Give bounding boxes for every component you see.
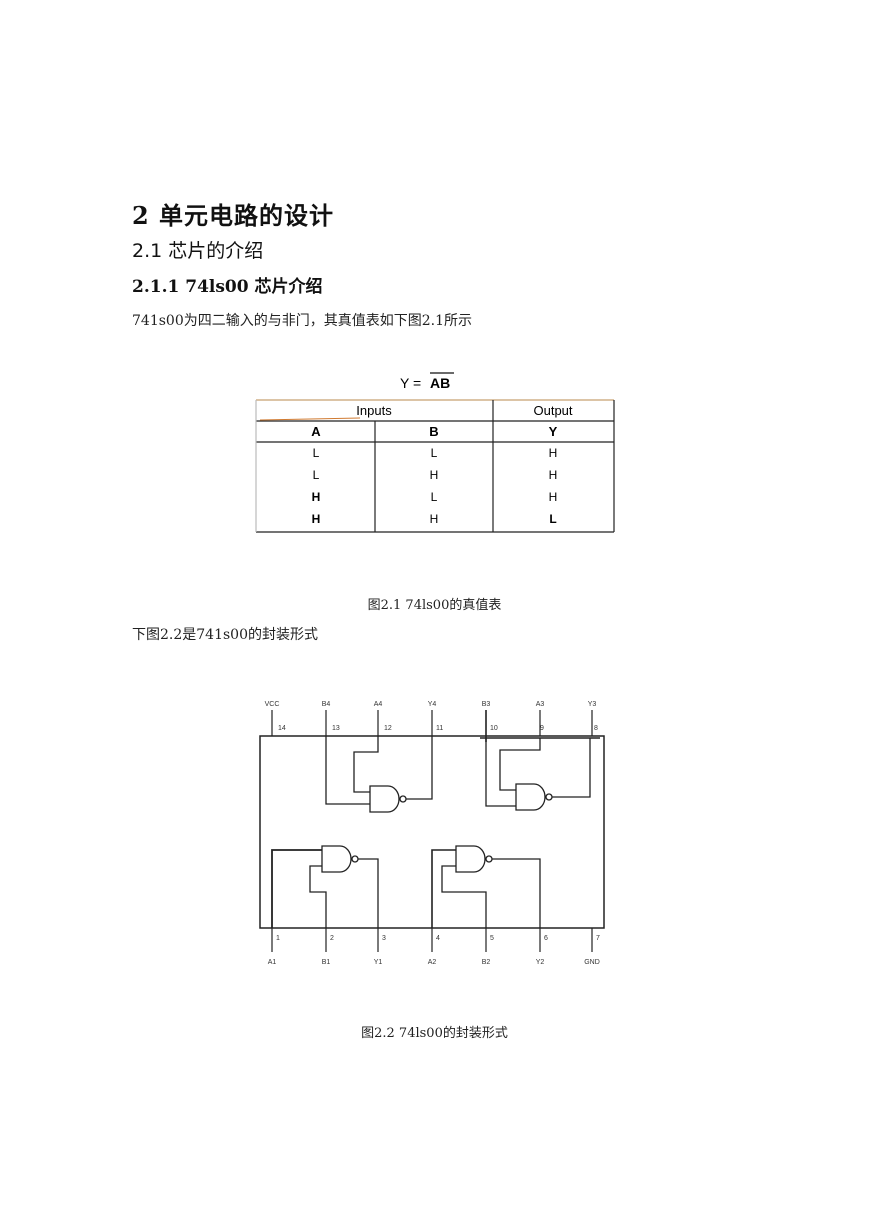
pin-label: A1 (268, 959, 277, 966)
pen-mark (259, 417, 361, 421)
column-b: B (429, 424, 438, 439)
table-cell: H (430, 468, 439, 482)
table-cell: H (312, 512, 321, 526)
nand-gate-4 (325, 736, 433, 813)
table-cell: H (549, 468, 558, 482)
pin-number: 10 (490, 725, 498, 732)
table-cell: H (549, 446, 558, 460)
pin-number: 7 (596, 935, 600, 942)
inputs-header: Inputs (356, 403, 392, 418)
output-header: Output (533, 403, 572, 418)
pin-label: A4 (374, 701, 383, 708)
section-heading: 2 单元电路的设计 (132, 201, 335, 230)
truth-table-rows: L L H L H H H L H H H L (312, 446, 558, 526)
pin-number: 2 (330, 935, 334, 942)
nand-gate-2 (431, 845, 541, 928)
figure-caption-2: 图2.2 74ls00的封装形式 (361, 1026, 508, 1041)
package-diagram: VCC B4 A4 Y4 B3 A3 Y3 14 13 12 11 10 9 8 (259, 701, 605, 966)
pin-number: 6 (544, 935, 548, 942)
pin-number: 1 (276, 935, 280, 942)
pin-label: Y2 (536, 959, 545, 966)
formula-lhs: Y = (400, 375, 421, 391)
nand-gate-3 (485, 738, 591, 811)
pin-number: 4 (436, 935, 440, 942)
pin-label: Y3 (588, 701, 597, 708)
table-cell: H (312, 490, 321, 504)
column-a: A (311, 424, 321, 439)
table-cell: L (431, 446, 438, 460)
pin-number: 9 (540, 725, 544, 732)
table-cell: L (431, 490, 438, 504)
figure-caption-1: 图2.1 74ls00的真值表 (367, 598, 502, 613)
pin-label: VCC (265, 701, 280, 708)
paragraph-package: 下图2.2是741s00的封装形式 (132, 627, 318, 643)
pin-label: Y1 (374, 959, 383, 966)
table-cell: L (313, 468, 320, 482)
pin-label: B4 (322, 701, 331, 708)
subsubsection-heading: 2.1.1 74ls00 芯片介绍 (132, 277, 323, 297)
table-cell: H (549, 490, 558, 504)
pin-label: A2 (428, 959, 437, 966)
pin-number: 12 (384, 725, 392, 732)
pin-number: 14 (278, 725, 286, 732)
bottom-pin-leads (271, 928, 593, 952)
pin-number: 3 (382, 935, 386, 942)
truth-table-grid (255, 399, 615, 533)
pin-number: 13 (332, 725, 340, 732)
table-cell: H (430, 512, 439, 526)
bottom-pin-numbers: 1 2 3 4 5 6 7 (276, 935, 600, 942)
pin-number: 11 (436, 725, 443, 732)
pin-label: B1 (322, 959, 331, 966)
pin-label: Y4 (428, 701, 437, 708)
formula-rhs: AB (430, 375, 450, 391)
pin-label: GND (584, 959, 600, 966)
truth-table-figure: Y = AB Inputs Output A B Y L L H L H H H… (255, 372, 615, 533)
subsection-heading: 2.1 芯片的介绍 (132, 240, 264, 262)
table-cell: L (313, 446, 320, 460)
bottom-pin-labels: A1 B1 Y1 A2 B2 Y2 GND (268, 959, 600, 966)
table-cell: L (549, 512, 556, 526)
pin-number: 8 (594, 725, 598, 732)
pin-label: B2 (482, 959, 491, 966)
top-pin-labels: VCC B4 A4 Y4 B3 A3 Y3 (265, 701, 597, 708)
pin-label: B3 (482, 701, 491, 708)
nand-gate-1 (271, 845, 379, 928)
top-pin-numbers: 14 13 12 11 10 9 8 (278, 725, 598, 732)
pin-number: 5 (490, 935, 494, 942)
paragraph-intro: 741s00为四二输入的与非门，其真值表如下图2.1所示 (132, 313, 472, 329)
pin-label: A3 (536, 701, 545, 708)
column-y: Y (549, 424, 558, 439)
